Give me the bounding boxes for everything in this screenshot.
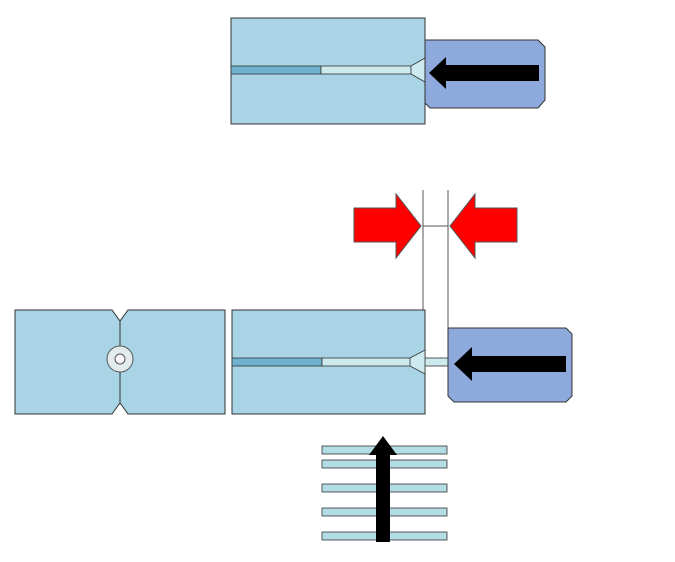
top-push-arrow-icon [429, 57, 539, 89]
ring-inner [114, 353, 126, 365]
clamp-left-arrow-icon [449, 192, 518, 260]
left-block [14, 309, 226, 415]
top-wire [320, 65, 412, 75]
clamp-right-arrow-icon [353, 192, 422, 260]
top-bore-channel [230, 65, 322, 75]
strip-stack [321, 436, 448, 542]
middle-bore-channel [231, 357, 323, 367]
middle-stage [231, 309, 573, 415]
top-stage [230, 17, 546, 125]
feed-up-arrow-icon [369, 436, 397, 542]
middle-push-arrow-icon [454, 347, 566, 381]
clamp-assembly [353, 190, 518, 350]
middle-wire [321, 357, 449, 367]
middle-funnel [409, 349, 426, 375]
